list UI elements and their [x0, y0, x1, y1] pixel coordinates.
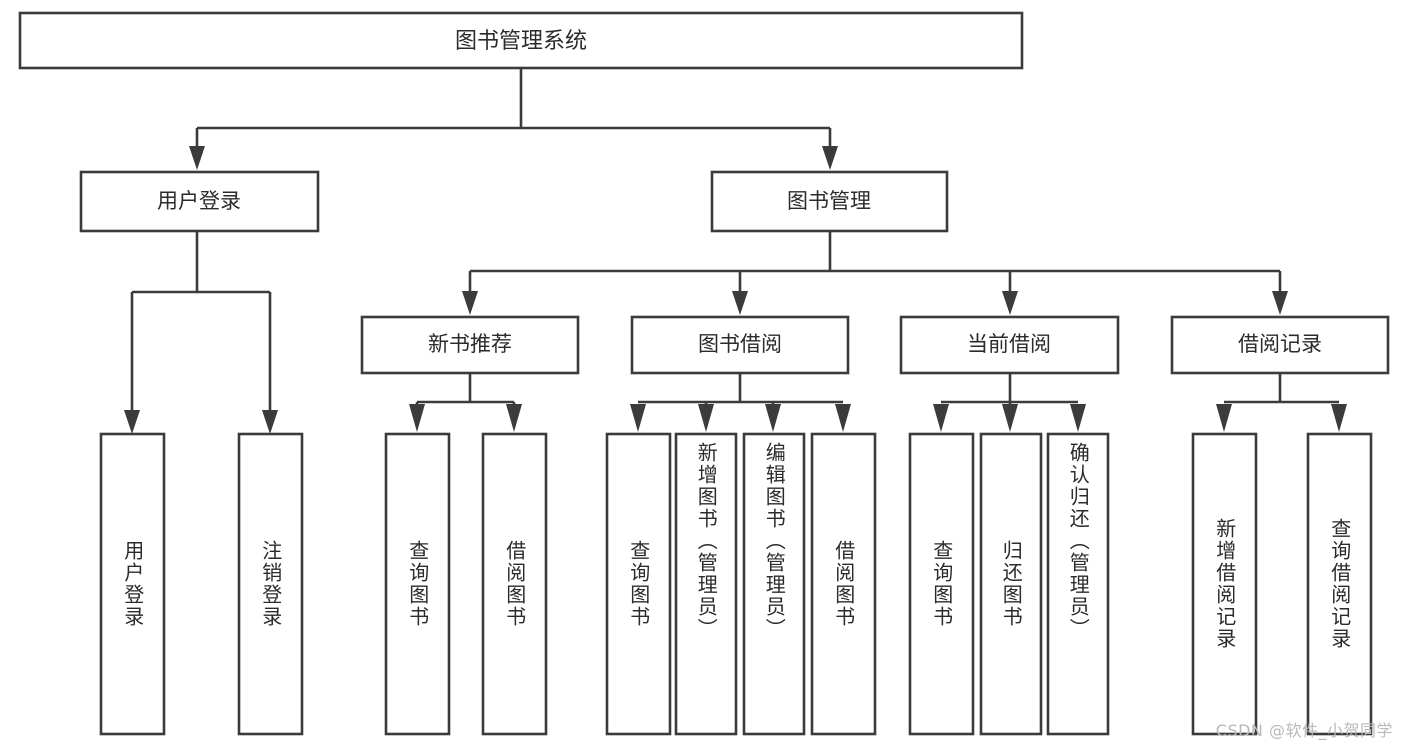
- connector-group-book-manage: [462, 231, 1288, 315]
- arrow-head-leaf-user-login: [124, 410, 140, 434]
- node-root[interactable]: 图书管理系统: [18, 11, 1024, 70]
- node-borrow-record-box[interactable]: [1170, 315, 1390, 375]
- node-book-borrow-label: 图书借阅: [698, 332, 782, 356]
- watermark-text: CSDN @软件_小贺同学: [1215, 721, 1393, 740]
- leaf-box-return-book[interactable]: [979, 432, 1043, 736]
- arrow-head-leaf-confirm-return: [1070, 404, 1086, 432]
- node-root-box[interactable]: [18, 11, 1024, 70]
- leaf-box-add-book[interactable]: [674, 432, 738, 736]
- leaf-box-borrow-book-1[interactable]: [481, 432, 548, 736]
- arrow-head-new-book-recommend: [462, 291, 478, 315]
- leaf-box-user-logout[interactable]: [237, 432, 304, 736]
- leaf-box-group: [99, 432, 1373, 736]
- node-user-login-box[interactable]: [79, 170, 320, 233]
- node-new-book-recommend[interactable]: 新书推荐: [360, 315, 580, 375]
- arrow-head-leaf-edit-book: [765, 404, 781, 432]
- leaf-box-user-login[interactable]: [99, 432, 166, 736]
- node-book-manage-box[interactable]: [710, 170, 949, 233]
- node-borrow-record[interactable]: 借阅记录: [1170, 315, 1390, 375]
- arrow-head-book-manage: [822, 146, 838, 170]
- arrow-head-current-borrow: [1002, 291, 1018, 315]
- leaf-box-query-record[interactable]: [1306, 432, 1373, 736]
- arrow-head-leaf-query-book-1: [409, 404, 425, 432]
- node-new-book-recommend-label: 新书推荐: [428, 332, 512, 356]
- arrow-head-leaf-add-record: [1216, 404, 1232, 432]
- leaf-box-query-book-1[interactable]: [384, 432, 451, 736]
- connector-group-new-book-recommend: [409, 373, 522, 432]
- arrow-head-borrow-record: [1272, 291, 1288, 315]
- connector-group-borrow-record: [1216, 373, 1347, 432]
- node-current-borrow-box[interactable]: [899, 315, 1120, 375]
- leaf-box-edit-book[interactable]: [742, 432, 806, 736]
- arrow-head-leaf-return-book: [1002, 404, 1018, 432]
- connector-group-current-borrow: [933, 373, 1086, 432]
- leaf-box-query-book-3[interactable]: [908, 432, 975, 736]
- node-book-manage-label: 图书管理: [787, 189, 871, 213]
- connector-group-root: [189, 68, 838, 170]
- node-current-borrow[interactable]: 当前借阅: [899, 315, 1120, 375]
- arrow-head-leaf-query-record: [1331, 404, 1347, 432]
- leaf-box-confirm-return[interactable]: [1046, 432, 1110, 736]
- arrow-head-leaf-borrow-book-2: [835, 404, 851, 432]
- node-book-manage[interactable]: 图书管理: [710, 170, 949, 233]
- arrow-head-leaf-query-book-3: [933, 404, 949, 432]
- node-user-login-label: 用户登录: [157, 189, 241, 213]
- node-book-borrow-box[interactable]: [630, 315, 850, 375]
- leaf-box-borrow-book-2[interactable]: [810, 432, 877, 736]
- connector-group-book-borrow: [630, 373, 851, 432]
- node-user-login[interactable]: 用户登录: [79, 170, 320, 233]
- node-current-borrow-label: 当前借阅: [967, 332, 1051, 356]
- node-new-book-recommend-box[interactable]: [360, 315, 580, 375]
- arrow-head-user-login: [189, 146, 205, 170]
- arrow-head-book-borrow: [732, 291, 748, 315]
- connector-group-user-login: [124, 231, 278, 434]
- leaf-box-add-record[interactable]: [1191, 432, 1258, 736]
- node-borrow-record-label: 借阅记录: [1238, 332, 1322, 356]
- arrow-head-leaf-add-book: [698, 404, 714, 432]
- arrow-head-leaf-user-logout: [262, 410, 278, 434]
- arrow-head-leaf-query-book-2: [630, 404, 646, 432]
- leaf-box-query-book-2[interactable]: [605, 432, 672, 736]
- node-root-label: 图书管理系统: [455, 29, 587, 54]
- arrow-head-leaf-borrow-book-1: [506, 404, 522, 432]
- node-book-borrow[interactable]: 图书借阅: [630, 315, 850, 375]
